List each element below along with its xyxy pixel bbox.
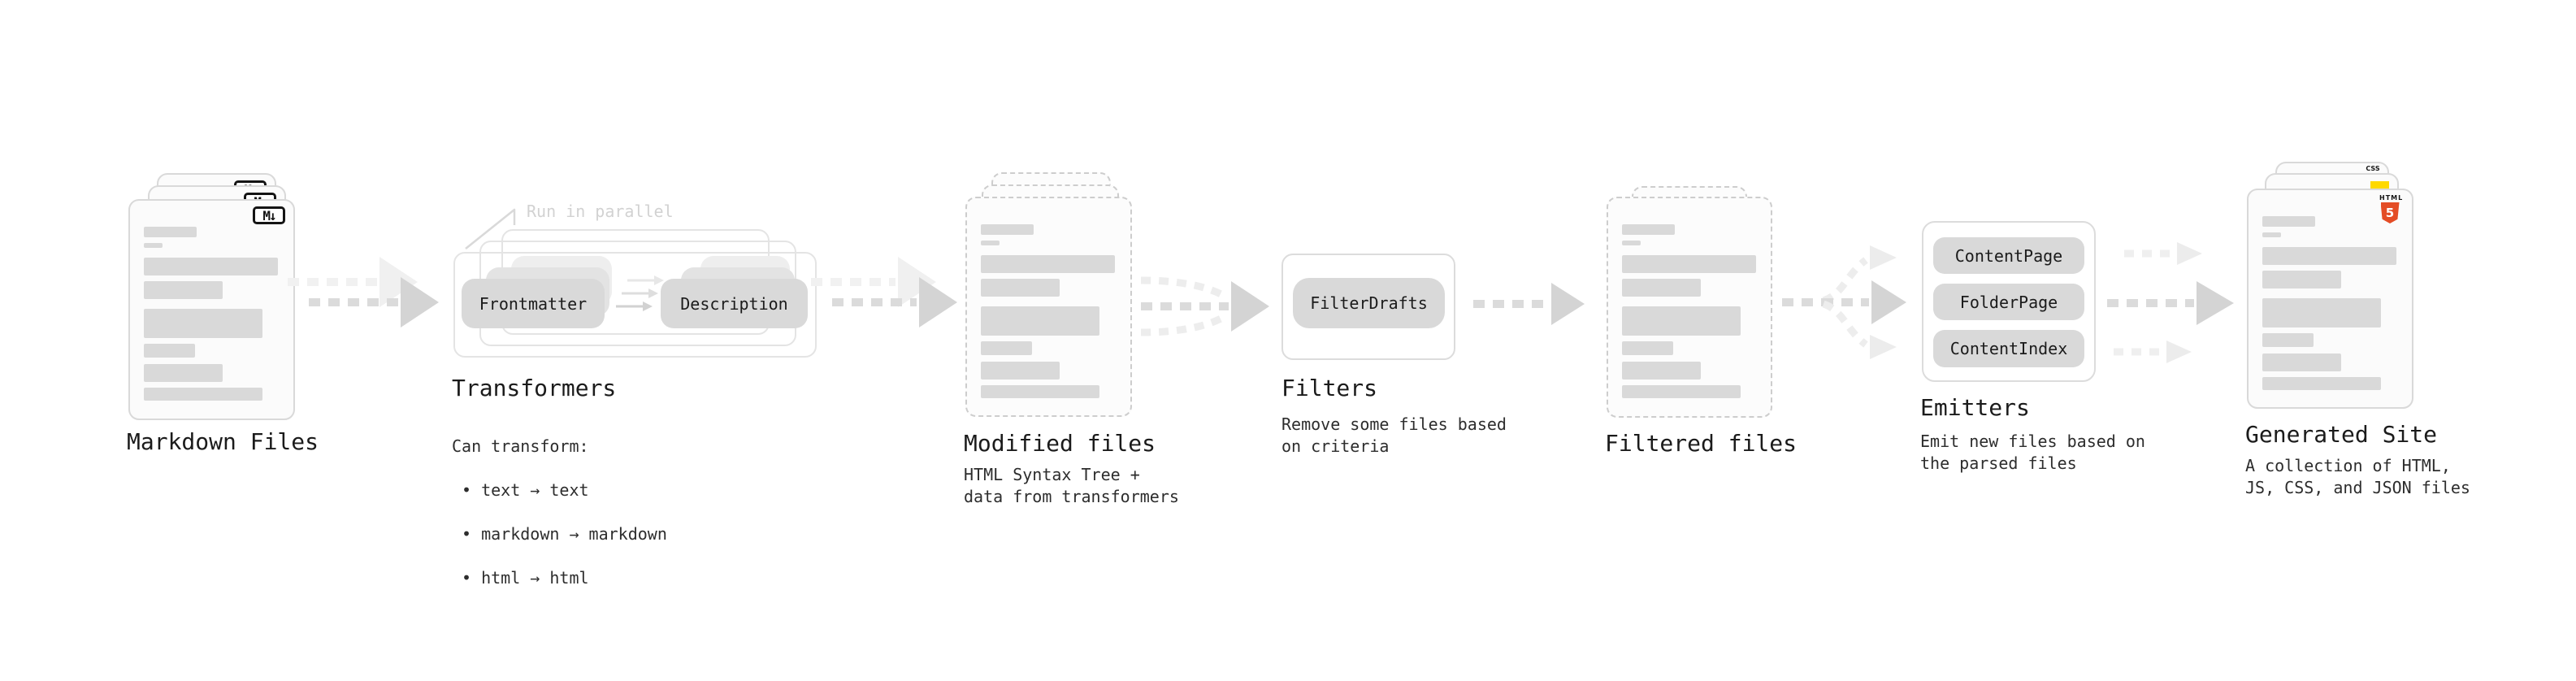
arrow-filtered-to-emitters xyxy=(1782,245,1906,359)
placeholder-bar xyxy=(981,362,1060,380)
arrow-transformers-to-modified-ghost xyxy=(811,257,936,307)
placeholder-bar xyxy=(2262,333,2314,347)
filtered-file-card-front xyxy=(1607,197,1772,418)
placeholder-bar xyxy=(1622,385,1741,398)
filters-description: Remove some files based on criteria xyxy=(1281,414,1507,456)
stage-label-modified-files: Modified files xyxy=(964,430,1156,457)
file-content-placeholder xyxy=(144,227,278,401)
filter-drafts-pill: FilterDrafts xyxy=(1293,278,1445,328)
markdown-file-card-front: M↓ xyxy=(128,199,295,420)
placeholder-bar xyxy=(981,306,1099,336)
placeholder-bar xyxy=(144,281,223,299)
frontmatter-pill: Frontmatter xyxy=(462,279,605,328)
transformers-description: Can transform: • text → text • markdown … xyxy=(452,414,667,611)
description-pill: Description xyxy=(661,279,808,328)
transformers-bullet: • text → text xyxy=(462,480,589,500)
placeholder-bar xyxy=(1622,362,1701,380)
transformers-bullet: • markdown → markdown xyxy=(462,524,667,544)
placeholder-bar xyxy=(2262,216,2315,227)
placeholder-bar xyxy=(981,341,1032,355)
placeholder-bar xyxy=(2262,354,2341,371)
placeholder-bar xyxy=(1622,279,1701,297)
stage-label-emitters: Emitters xyxy=(1920,394,2030,421)
arrow-transformers-to-modified xyxy=(832,277,957,327)
placeholder-bar xyxy=(981,255,1115,273)
file-content-placeholder xyxy=(1622,224,1756,398)
arrow-filters-to-filtered xyxy=(1473,283,1585,325)
arrow-markdown-to-transformers xyxy=(309,277,439,327)
placeholder-bar xyxy=(144,309,262,338)
placeholder-bar xyxy=(1622,255,1756,273)
placeholder-bar xyxy=(2262,377,2381,390)
placeholder-bar xyxy=(981,385,1099,398)
arrow-markdown-to-transformers-ghost xyxy=(288,257,418,307)
placeholder-bar xyxy=(144,364,223,382)
placeholder-bar xyxy=(981,279,1060,297)
generated-site-description: A collection of HTML, JS, CSS, and JSON … xyxy=(2245,456,2470,497)
placeholder-bar xyxy=(2262,298,2381,327)
placeholder-bar xyxy=(1622,306,1741,336)
html5-icon: HTML 5 xyxy=(2379,194,2402,223)
stage-label-filters: Filters xyxy=(1281,375,1378,401)
transformers-desc-title: Can transform: xyxy=(452,436,589,456)
run-in-parallel-annotation: Run in parallel xyxy=(527,202,674,221)
content-page-pill: ContentPage xyxy=(1933,237,2084,274)
js-file-icon xyxy=(2370,181,2389,190)
placeholder-bar xyxy=(2262,247,2396,265)
modified-file-card-front xyxy=(965,197,1132,417)
folder-page-pill: FolderPage xyxy=(1933,284,2084,320)
stage-label-filtered-files: Filtered files xyxy=(1605,430,1798,457)
placeholder-bar xyxy=(144,243,163,248)
stage-label-transformers: Transformers xyxy=(452,375,617,401)
arrow-modified-to-filters xyxy=(1140,276,1269,336)
placeholder-bar xyxy=(2262,271,2341,288)
placeholder-bar xyxy=(2262,232,2281,237)
arrow-emitters-to-generated xyxy=(2107,242,2234,363)
file-content-placeholder xyxy=(2262,216,2396,390)
stage-label-markdown-files: Markdown Files xyxy=(127,428,319,455)
modified-files-description: HTML Syntax Tree + data from transformer… xyxy=(964,465,1179,506)
placeholder-bar xyxy=(1622,341,1673,355)
content-index-pill: ContentIndex xyxy=(1933,330,2084,367)
placeholder-bar xyxy=(144,227,197,237)
transformer-frame-front xyxy=(453,252,817,358)
placeholder-bar xyxy=(144,388,262,401)
placeholder-bar xyxy=(981,241,1000,245)
placeholder-bar xyxy=(981,224,1034,235)
html-file-card: HTML 5 xyxy=(2247,189,2413,409)
placeholder-bar xyxy=(1622,224,1675,235)
placeholder-bar xyxy=(144,344,195,358)
stage-label-generated-site: Generated Site xyxy=(2245,421,2438,448)
transformers-bullet: • html → html xyxy=(462,568,589,588)
placeholder-bar xyxy=(144,258,278,275)
markdown-icon: M↓ xyxy=(253,206,285,224)
placeholder-bar xyxy=(1622,241,1641,245)
emitters-description: Emit new files based on the parsed files xyxy=(1920,432,2145,473)
file-content-placeholder xyxy=(981,224,1115,398)
